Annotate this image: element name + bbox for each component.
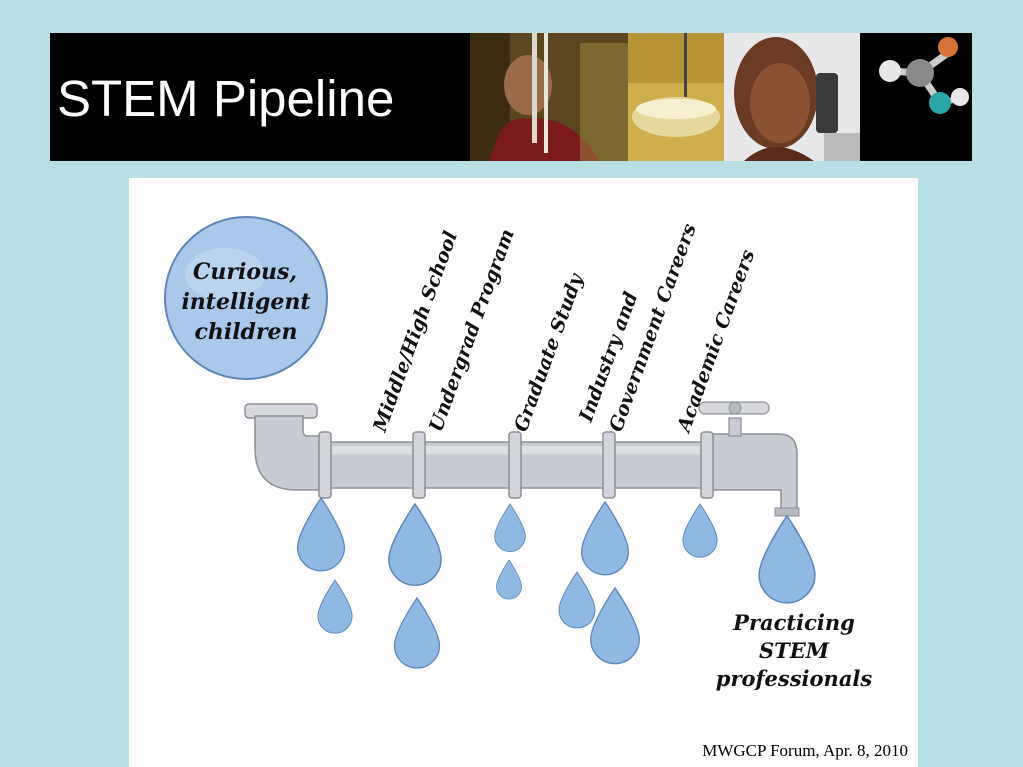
reservoir-label-line: children — [194, 319, 297, 345]
coupling — [412, 431, 426, 499]
outlet-label: Practicing STEM professionals — [716, 610, 873, 691]
outlet-label-line: STEM — [759, 638, 830, 663]
faucet-handle-icon — [698, 401, 770, 437]
photo-glassware — [628, 33, 724, 161]
coupling — [508, 431, 522, 499]
photo-microscope — [724, 33, 860, 161]
photo-researcher — [470, 33, 628, 161]
water-drop-icon — [558, 571, 596, 629]
reservoir-label-line: Curious, — [193, 259, 297, 285]
water-drop-icon — [580, 500, 630, 576]
photo-microscope-art — [724, 33, 860, 161]
water-drop-icon — [494, 503, 526, 552]
slide-footer: MWGCP Forum, Apr. 8, 2010 — [702, 741, 908, 760]
water-drop-icon — [393, 596, 441, 669]
title-bar: STEM Pipeline — [50, 33, 972, 161]
coupling — [602, 431, 616, 499]
reservoir-label: Curious, intelligent children — [181, 259, 310, 345]
photo-molecule-art — [860, 33, 972, 161]
outlet-label-line: Practicing — [732, 610, 855, 635]
water-drop-icon — [496, 559, 522, 600]
water-drop-icon — [682, 503, 718, 558]
pipe-couplings — [318, 431, 714, 499]
coupling — [318, 431, 332, 499]
diagram-panel: Curious, intelligent children Middle/Hig… — [129, 178, 918, 767]
water-drop-icon — [388, 502, 442, 586]
water-drop-icon — [317, 579, 353, 634]
slide-title: STEM Pipeline — [57, 70, 395, 127]
reservoir-label-line: intelligent — [181, 289, 310, 315]
photo-glassware-art — [628, 33, 724, 161]
stage-label-graduate-study: Graduate Study — [510, 269, 588, 434]
water-drop-icon — [758, 514, 816, 604]
photo-researcher-art — [470, 33, 628, 161]
water-drops — [296, 496, 816, 669]
water-drop-icon — [590, 586, 640, 665]
photo-molecule — [860, 33, 972, 161]
pipeline-diagram: Curious, intelligent children Middle/Hig… — [164, 216, 873, 691]
stage-labels: Middle/High School Undergrad Program Gra… — [369, 221, 760, 437]
coupling — [700, 431, 714, 499]
water-drop-icon — [296, 496, 346, 572]
outlet-label-line: professionals — [716, 666, 873, 691]
